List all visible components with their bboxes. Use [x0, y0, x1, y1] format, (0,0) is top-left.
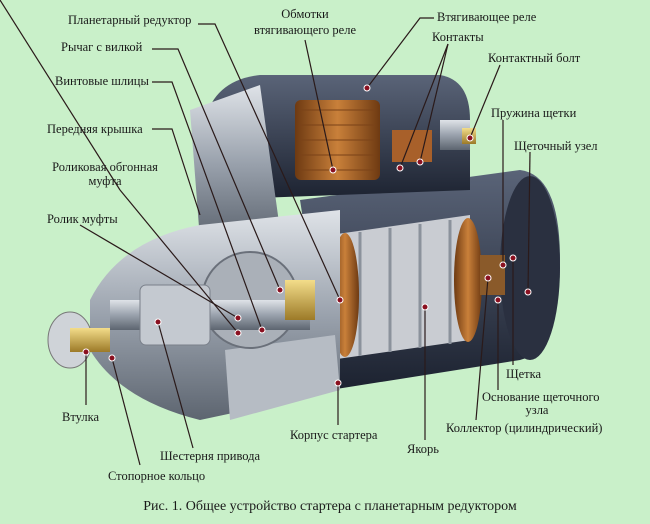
- label-planetary-gear: Планетарный редуктор: [68, 13, 191, 27]
- label-commutator: Коллектор (цилиндрический): [446, 421, 602, 435]
- label-bushing: Втулка: [62, 410, 99, 424]
- label-retaining-ring: Стопорное кольцо: [108, 469, 205, 483]
- label-front-cover: Передняя крышка: [47, 122, 143, 136]
- front-cover-top: [190, 85, 280, 240]
- contacts-shape: [392, 130, 432, 162]
- bushing-shape: [70, 328, 110, 352]
- markers: [82, 84, 532, 387]
- labels: Планетарный редуктор Обмотки втягивающег…: [47, 7, 602, 514]
- label-armature: Якорь: [407, 442, 439, 456]
- label-brush-assembly: Щеточный узел: [514, 139, 598, 153]
- label-brush-base-1: Основание щеточного: [482, 390, 600, 404]
- leader-lines: [0, 0, 531, 466]
- label-contacts: Контакты: [432, 30, 484, 44]
- label-clutch-roller: Ролик муфты: [47, 212, 118, 226]
- housing-skirt: [225, 335, 340, 420]
- label-brush-spring: Пружина щетки: [491, 106, 577, 120]
- planetary-bushing: [285, 280, 315, 320]
- label-contact-bolt: Контактный болт: [488, 51, 581, 65]
- rear-cover: [500, 176, 560, 360]
- starter-illustration: [47, 75, 560, 420]
- label-relay-windings-2: втягивающего реле: [254, 23, 356, 37]
- label-drive-gear: Шестерня привода: [160, 449, 261, 463]
- label-fork-lever: Рычаг с вилкой: [61, 40, 143, 54]
- label-overrunning-clutch-1: Роликовая обгонная: [52, 160, 158, 174]
- label-starter-housing: Корпус стартера: [290, 428, 378, 442]
- label-brush-base-2: узла: [526, 403, 549, 417]
- figure-caption: Рис. 1. Общее устройство стартера с план…: [143, 499, 517, 514]
- armature-core: [330, 215, 470, 360]
- label-helical-splines: Винтовые шлицы: [55, 74, 149, 88]
- label-relay-windings-1: Обмотки: [281, 7, 329, 21]
- drive-gear-shape: [139, 284, 211, 346]
- label-solenoid-relay: Втягивающее реле: [437, 10, 537, 24]
- label-overrunning-clutch-2: муфта: [88, 174, 122, 188]
- armature-winding-rear: [454, 218, 482, 342]
- label-brush: Щетка: [506, 367, 542, 381]
- commutator-shape: [480, 255, 505, 295]
